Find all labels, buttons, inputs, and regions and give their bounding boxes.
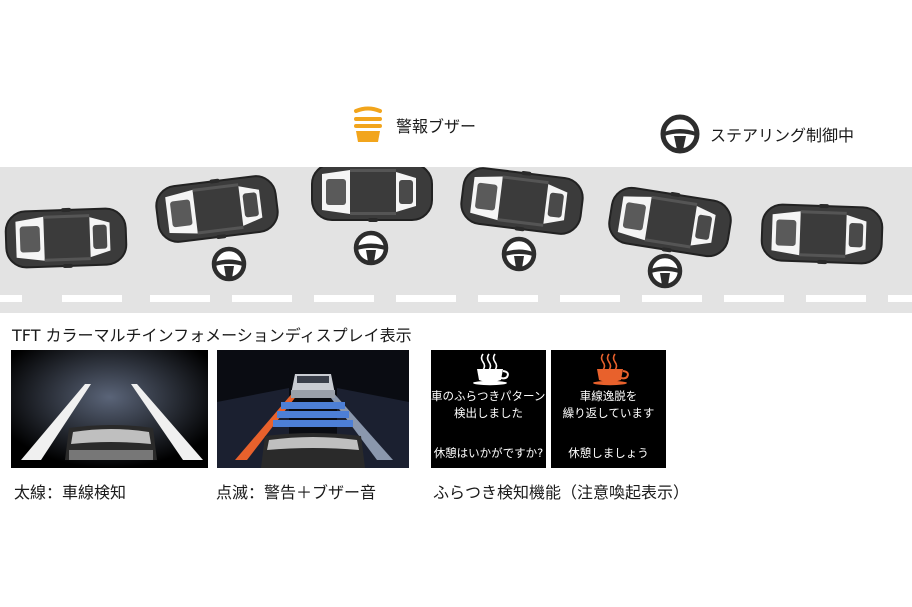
departure-alert-suggestion: 休憩しましょう bbox=[551, 445, 666, 462]
departure-alert-line-3: 休憩しましょう bbox=[568, 446, 649, 460]
sway-alert-message: 車のふらつきパターンを 検出しました bbox=[431, 388, 546, 422]
car-3 bbox=[311, 167, 433, 223]
buzzer-label: 警報ブザー bbox=[396, 117, 477, 136]
departure-alert-message: 車線逸脱を 繰り返しています bbox=[551, 388, 666, 422]
sway-alert-line-1: 車のふらつきパターンを bbox=[431, 389, 546, 403]
lead-car bbox=[291, 374, 335, 398]
coffee-cup-icon bbox=[593, 353, 629, 386]
steering-indicator-3 bbox=[502, 237, 536, 271]
steering-label: ステアリング制御中 bbox=[710, 126, 855, 145]
lane-warning-display bbox=[217, 350, 409, 468]
departure-alert-display: 車線逸脱を 繰り返しています 休憩しましょう bbox=[551, 350, 666, 468]
departure-alert-line-2: 繰り返しています bbox=[562, 406, 655, 420]
lane-detect-display bbox=[11, 350, 208, 468]
lane-line-left bbox=[21, 384, 91, 460]
road bbox=[0, 167, 912, 313]
departure-alert-line-1: 車線逸脱を bbox=[579, 389, 638, 403]
coffee-cup-icon bbox=[473, 353, 509, 386]
car-2 bbox=[152, 170, 282, 248]
car-6 bbox=[759, 200, 885, 268]
steering-indicator-4 bbox=[648, 254, 682, 288]
lane-detect-screen bbox=[11, 350, 208, 468]
road-illustration bbox=[0, 167, 912, 302]
lane-markings bbox=[0, 295, 912, 302]
display-section-title: TFT カラーマルチインフォメーションディスプレイ表示 bbox=[12, 326, 412, 345]
lane-warning-screen bbox=[217, 350, 409, 468]
lane-line-right bbox=[131, 384, 203, 460]
car-1 bbox=[3, 204, 129, 272]
sway-alert-suggestion: 休憩はいかがですか? bbox=[431, 445, 546, 462]
steering-indicator-2 bbox=[354, 231, 388, 265]
steering-wheel-icon bbox=[660, 114, 700, 154]
caption-thick-line: 太線：車線検知 bbox=[14, 483, 127, 502]
legend-buzzer: 警報ブザー bbox=[350, 106, 476, 144]
legend-steering: ステアリング制御中 bbox=[660, 114, 854, 154]
sway-alert-line-3: 休憩はいかがですか? bbox=[433, 446, 544, 460]
caption-sway-function: ふらつき検知機能（注意喚起表示） bbox=[433, 483, 690, 502]
caption-blinking: 点滅：警告＋ブザー音 bbox=[216, 483, 377, 502]
sway-alert-line-2: 検出しました bbox=[454, 406, 523, 420]
steering-indicator-1 bbox=[212, 247, 246, 281]
buzzer-icon bbox=[354, 106, 382, 142]
car-4 bbox=[457, 167, 587, 240]
car-5 bbox=[605, 181, 735, 263]
sway-alert-display: 車のふらつきパターンを 検出しました 休憩はいかがですか? bbox=[431, 350, 546, 468]
